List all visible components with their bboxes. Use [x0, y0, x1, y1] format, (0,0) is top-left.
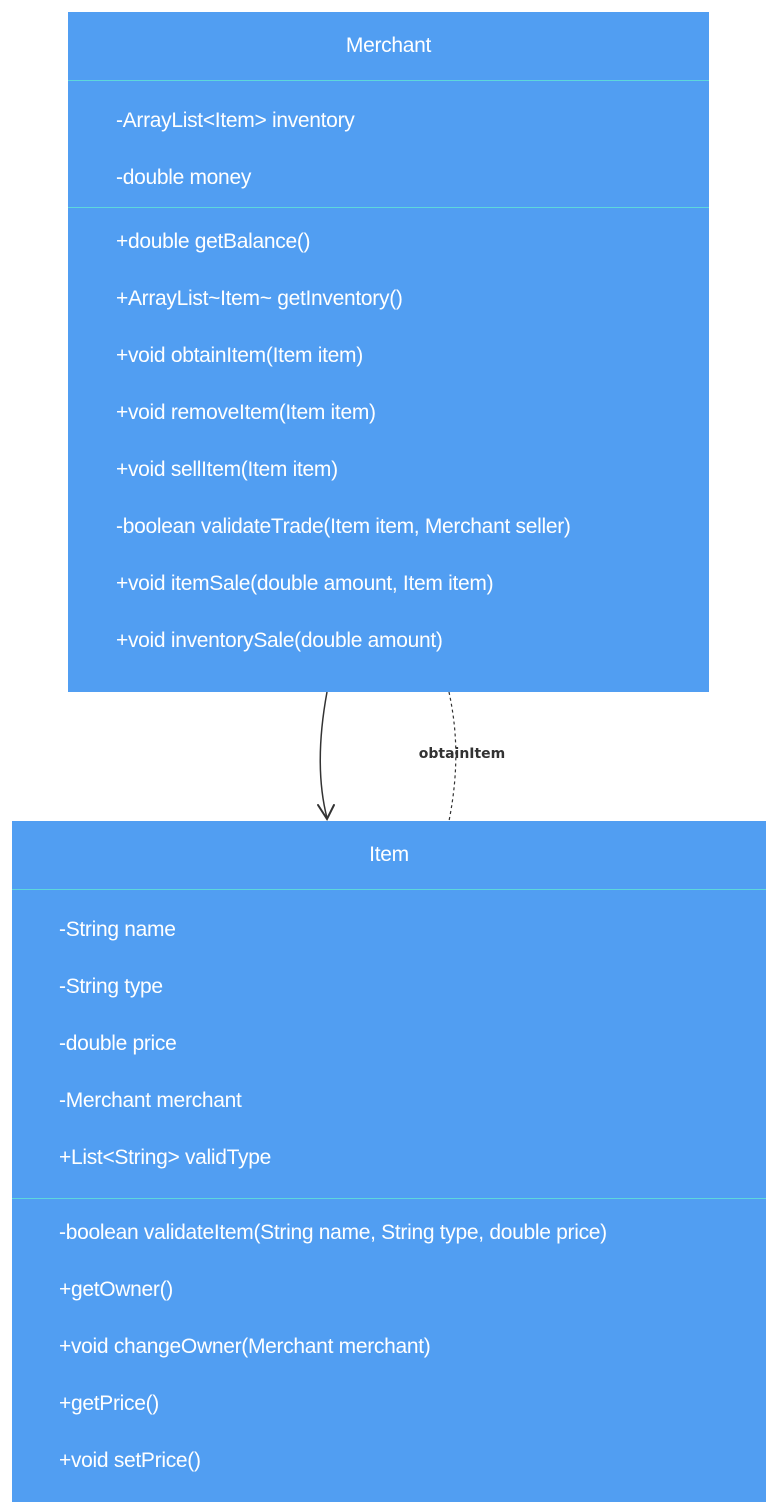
method-obtain-item: +void obtainItem(Item item)	[116, 344, 363, 367]
attribute-valid-type: +List<String> validType	[59, 1146, 271, 1169]
attribute-merchant: -Merchant merchant	[59, 1089, 242, 1112]
class-merchant[interactable]: Merchant -ArrayList<Item> inventory -dou…	[68, 12, 709, 692]
association-edge[interactable]	[319, 691, 328, 819]
class-item-methods: -boolean validateItem(String name, Strin…	[12, 1199, 766, 1489]
method-validate-trade: -boolean validateTrade(Item item, Mercha…	[116, 515, 571, 538]
attribute-type: -String type	[59, 975, 163, 998]
method-get-price: +getPrice()	[59, 1392, 159, 1415]
method-get-inventory: +ArrayList~Item~ getInventory()	[116, 287, 403, 310]
method-inventory-sale: +void inventorySale(double amount)	[116, 629, 443, 652]
method-sell-item: +void sellItem(Item item)	[116, 458, 338, 481]
method-remove-item: +void removeItem(Item item)	[116, 401, 376, 424]
class-merchant-methods: +double getBalance() +ArrayList~Item~ ge…	[68, 208, 709, 669]
attribute-name: -String name	[59, 918, 176, 941]
class-item-title: Item	[369, 843, 409, 866]
attribute-price: -double price	[59, 1032, 177, 1055]
class-item-divider-bottom	[12, 1198, 766, 1199]
method-validate-item: -boolean validateItem(String name, Strin…	[59, 1221, 607, 1244]
class-merchant-attributes: -ArrayList<Item> inventory -double money	[68, 81, 709, 207]
class-merchant-divider-bottom	[68, 207, 709, 208]
method-item-sale: +void itemSale(double amount, Item item)	[116, 572, 494, 595]
class-merchant-divider-top	[68, 80, 709, 81]
class-item[interactable]: Item -String name -String type -double p…	[12, 821, 766, 1502]
dependency-edge[interactable]	[448, 691, 457, 822]
dependency-label: obtainItem	[419, 746, 506, 762]
class-item-divider-top	[12, 889, 766, 890]
class-merchant-title: Merchant	[345, 34, 432, 57]
method-set-price: +void setPrice()	[59, 1449, 201, 1472]
association-arrowhead	[317, 804, 335, 822]
method-get-owner: +getOwner()	[59, 1278, 173, 1301]
method-get-balance: +double getBalance()	[116, 230, 311, 253]
attribute-inventory: -ArrayList<Item> inventory	[116, 109, 355, 132]
class-item-attributes: -String name -String type -double price …	[12, 890, 766, 1198]
method-change-owner: +void changeOwner(Merchant merchant)	[59, 1335, 431, 1358]
attribute-money: -double money	[116, 166, 252, 189]
